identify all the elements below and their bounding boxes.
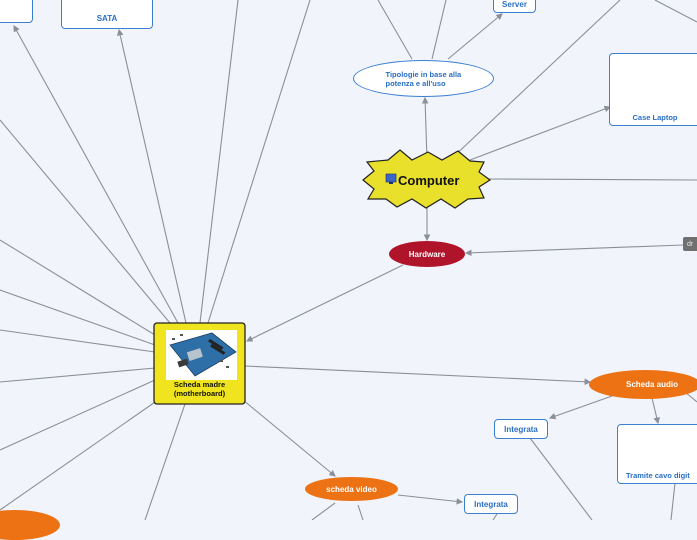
connector (0, 289, 156, 346)
connector (144, 403, 186, 520)
connector (431, 0, 447, 60)
monitor-icon (385, 173, 397, 184)
scheda-audio-label: Scheda audio (625, 380, 678, 389)
connector (487, 178, 697, 181)
connector (357, 504, 364, 520)
connector (0, 399, 159, 511)
integrata-video-label: Integrata (474, 499, 508, 509)
connector (0, 239, 156, 336)
tramite-cavo-label: Tramite cavo digit (626, 471, 690, 480)
scheda-video-label: scheda video (326, 484, 377, 494)
hardware-label: Hardware (408, 249, 446, 259)
connector (654, 0, 697, 23)
connector (0, 379, 156, 451)
integrata-video-node[interactable]: Integrata (464, 494, 518, 514)
server-node[interactable]: Server (493, 0, 536, 13)
motherboard-image (166, 330, 237, 380)
connector (244, 365, 592, 386)
scheda-madre-node[interactable]: Scheda madre (motherboard) (154, 380, 245, 402)
connector (0, 329, 156, 353)
connector (311, 502, 336, 520)
central-starburst (362, 149, 492, 209)
scheda-audio-node[interactable]: Scheda audio (589, 370, 697, 399)
connector (449, 0, 621, 161)
connector (377, 0, 413, 60)
connector (447, 13, 503, 60)
connector (199, 0, 239, 324)
connector (242, 399, 336, 477)
case-laptop-label: Case Laptop (632, 113, 678, 122)
integrata-audio-node[interactable]: Integrata (494, 419, 548, 439)
connector (246, 264, 404, 342)
scheda-madre-label: Scheda madre (motherboard) (173, 380, 226, 398)
connector (464, 244, 684, 257)
connector (397, 494, 464, 505)
hardware-node[interactable]: Hardware (389, 241, 465, 267)
tipologie-label: Tipologie in base alla potenza e all'uso (385, 69, 462, 88)
connector (548, 395, 613, 420)
tipologie-node[interactable]: Tipologie in base alla potenza e all'uso (353, 60, 494, 97)
connector (651, 397, 660, 425)
sata-node[interactable]: SATA (61, 0, 153, 29)
central-topic[interactable]: Computer (398, 172, 478, 188)
connector (421, 96, 429, 161)
connector (492, 513, 498, 520)
tramite-cavo-node[interactable]: Tramite cavo digit (617, 424, 697, 484)
integrata-audio-label: Integrata (504, 424, 538, 434)
connector (469, 105, 612, 161)
connector (207, 0, 311, 324)
connector-layer (0, 0, 697, 520)
connector (0, 119, 171, 324)
case-laptop-node[interactable]: Case Laptop (609, 53, 697, 126)
right-edge-tag[interactable]: dr (683, 237, 697, 251)
scheda-video-node[interactable]: scheda video (305, 477, 398, 501)
connector (13, 25, 179, 324)
sata-label: SATA (96, 14, 118, 23)
connector (529, 437, 593, 520)
connector (117, 28, 187, 324)
connector (670, 482, 676, 520)
right-edge-tag-label: dr (687, 240, 694, 248)
central-topic-label: Computer (398, 173, 460, 188)
connector (0, 367, 156, 383)
partial-box-top-left[interactable] (0, 0, 33, 23)
server-label: Server (502, 0, 527, 9)
